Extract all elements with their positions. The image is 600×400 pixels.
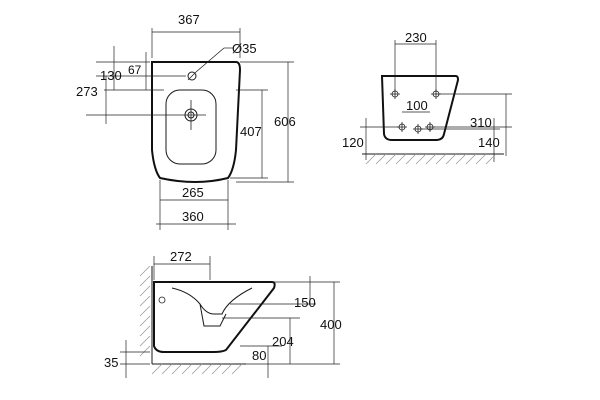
tap-opening [158,296,166,304]
dim-67-label: 67 [128,63,142,77]
wall-hatch-3 [139,285,151,297]
hatch-a9 [445,153,457,165]
dim-80-label: 80 [252,348,266,363]
dim-606-label: 606 [274,114,296,129]
tap-hole [187,71,197,81]
bidet-profile [153,281,276,353]
hatch-a10 [455,153,467,165]
section-floor-hatch [151,363,243,375]
hatch-a5 [405,153,417,165]
trap [199,303,227,327]
dim-100-label: 100 [406,98,428,113]
wall-hatch-4 [139,295,151,307]
dim-400-label: 400 [320,317,342,332]
tap-hole-leader [195,47,225,73]
section-view: 272 150 204 400 80 35 [104,249,342,378]
dim-204-label: 204 [272,334,294,349]
hatch-a12 [475,153,487,165]
hatch-a2 [375,153,387,165]
floor-hatch-2 [161,363,173,375]
dim-367-label: 367 [178,12,200,27]
hatch-a6 [415,153,427,165]
floor-hatch-5 [191,363,203,375]
dim-310-label: 310 [470,115,492,130]
hatch-a8 [435,153,447,165]
dim-272-label: 272 [170,249,192,264]
wall-hatch-7 [139,325,151,337]
dim-150-label: 150 [294,295,316,310]
wall-hatch [139,265,151,357]
floor-hatch-1 [151,363,163,375]
floor-hatch-9 [231,363,243,375]
dim-35-label: 35 [104,355,118,370]
dim-120-label: 120 [342,135,364,150]
hatch-a7 [425,153,437,165]
dim-360-label: 360 [182,209,204,224]
bidet-outline [151,61,242,183]
dim-130-label: 130 [100,68,122,83]
hatch-a1 [365,153,377,165]
wall-hatch-6 [139,315,151,327]
dim-140-label: 140 [478,135,500,150]
mount-floor-hatch [365,153,497,165]
wall-hatch-9 [139,345,151,357]
tap-hole-mark [187,71,197,81]
floor-hatch-4 [181,363,193,375]
wall-hatch-5 [139,305,151,317]
dim-265-label: 265 [182,185,204,200]
dim-273-label: 273 [76,84,98,99]
floor-hatch-7 [211,363,223,375]
wall-hatch-2 [139,275,151,287]
floor-hatch-8 [221,363,233,375]
hatch-a4 [395,153,407,165]
dim-hole-label: Ø35 [232,41,257,56]
mounting-outline [380,75,460,141]
mounting-view: 230 100 310 120 140 [342,30,512,165]
floor-hatch-6 [201,363,213,375]
wall-hatch-1 [139,265,151,277]
bowl-interior [171,287,253,315]
wall-hatch-8 [139,335,151,347]
floor-hatch-3 [171,363,183,375]
bidet-inner-bowl [165,89,217,165]
dim-407-label: 407 [240,124,262,139]
hatch-a3 [385,153,397,165]
hatch-a11 [465,153,477,165]
front-view: 367 Ø35 67 130 273 407 606 265 360 [76,12,296,230]
dim-230-label: 230 [405,30,427,45]
hatch-a13 [485,153,497,165]
